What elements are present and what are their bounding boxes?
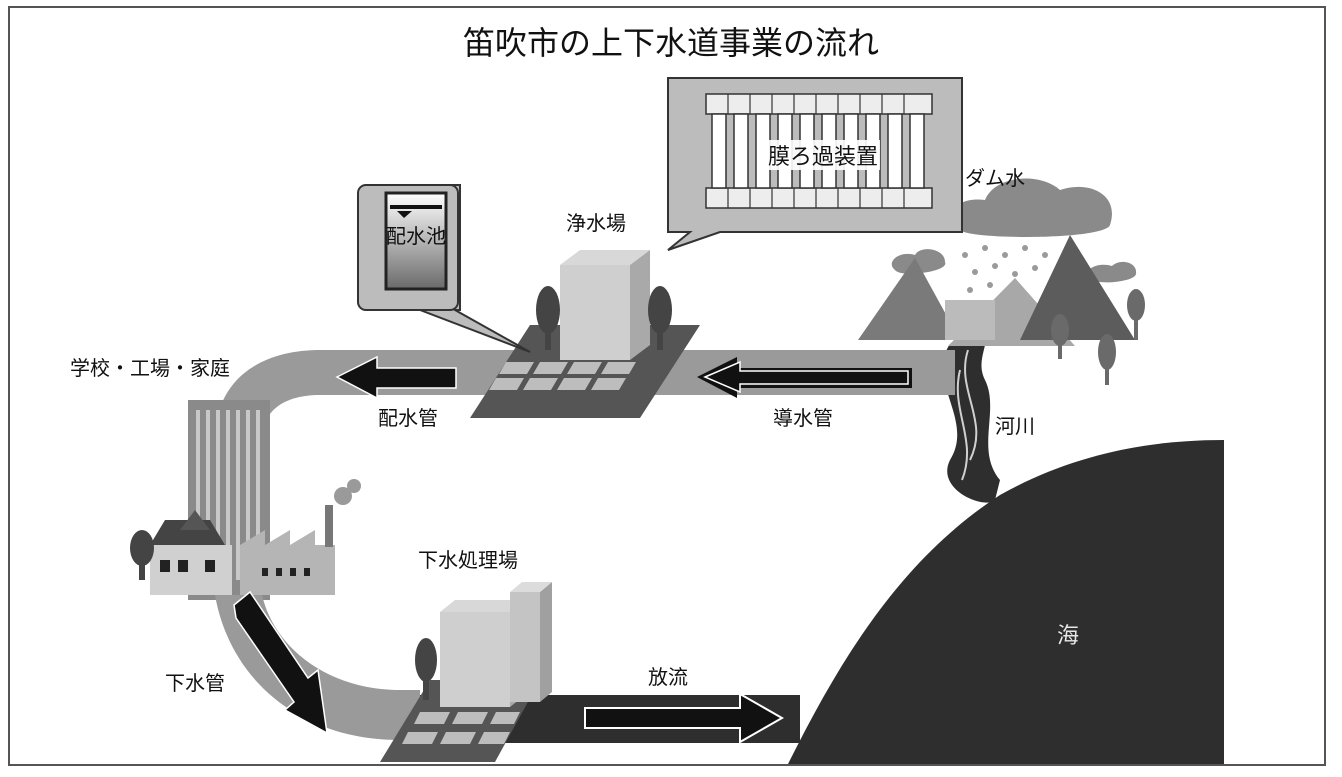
tree-icon [1051,314,1069,359]
tree-icon [1098,334,1116,385]
membrane-label-bg [760,140,880,170]
sewage-solar-panels [402,712,520,744]
reservoir-water-marker [397,211,412,218]
sewage-tower-side [540,582,552,702]
conveyance-pipe-label: 導水管 [773,406,833,430]
factory-chimney [325,505,333,547]
distribution-pipe-label: 配水管 [378,406,438,430]
sewage-tower-front [510,592,540,702]
sewer-pipe-label: 下水管 [165,671,225,695]
river-shape [942,330,1000,503]
arrow-distribution [335,355,457,400]
dam-wall [945,300,995,340]
river-highlight [964,349,978,461]
arrow-discharge [584,692,785,744]
sea-label: 海 [1057,624,1079,649]
tree-icon [415,638,437,700]
diagram-title: 笛吹市の上下水道事業の流れ [463,24,879,62]
discharge-label: 放流 [648,665,688,689]
school-tower [180,510,210,530]
factory-building [240,530,335,595]
purification-building-front [560,265,630,360]
cloud-small-right [1088,261,1137,283]
tree-icon [536,286,560,350]
mountain-right [1020,235,1135,340]
river-highlight-2 [956,369,969,481]
membrane-label: 膜ろ過装置 [768,145,878,170]
sewage-building-top [440,600,525,612]
sewage-tower-top [510,582,552,592]
purification-building-top [560,250,650,265]
purification-building-side [630,250,650,360]
tree-icon [648,286,672,350]
arrow-conveyance [697,357,912,398]
smoke-icon [347,479,361,493]
reservoir-water-line [390,205,442,209]
rain-dots [962,245,1073,295]
office-windows [196,410,260,580]
sewage-plant-label: 下水処理場 [418,548,518,572]
school-windows [160,560,215,572]
purification-plant-label: 浄水場 [566,211,626,235]
sewage-building-front [440,612,510,707]
dam-water-label: ダム水 [965,166,1025,190]
arrow-sewer [233,590,328,735]
river-label: 河川 [995,414,1035,438]
sea-shape [788,440,1224,764]
cloud-small-left [891,249,946,274]
smoke-icon [334,487,352,505]
solar-panels [489,362,636,390]
factory-windows [262,568,310,576]
mountain-left [858,258,960,340]
cloud-large [949,178,1112,237]
consumers-label: 学校・工場・家庭 [70,356,230,380]
reservoir-label: 配水池 [386,224,446,248]
tree-icon [1127,289,1145,340]
tree-icon [130,530,154,580]
